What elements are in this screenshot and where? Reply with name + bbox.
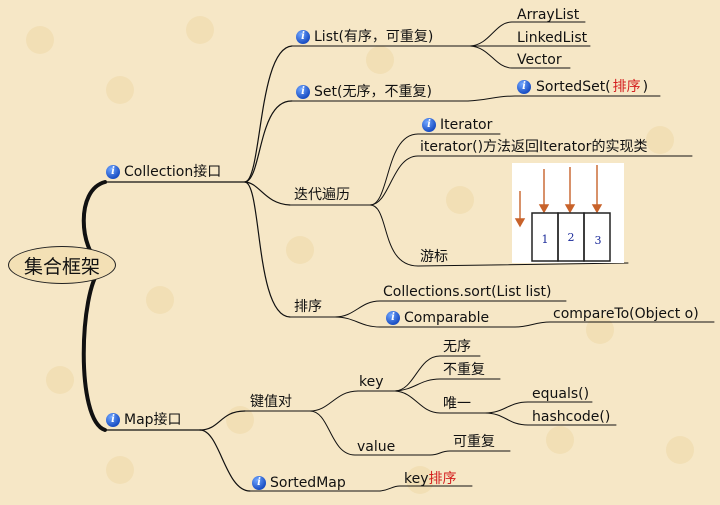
- cursor-node: 游标: [420, 248, 448, 266]
- info-icon: i: [296, 85, 310, 99]
- cursor-illustration: 1 2 3: [512, 163, 624, 263]
- key-node: key: [359, 373, 384, 391]
- vector-node: Vector: [517, 51, 562, 69]
- collections-sort-label: Collections.sort(List list): [383, 284, 552, 300]
- cursor-box: [583, 212, 611, 262]
- cursor-box-label: 1: [542, 233, 549, 246]
- sortedset-sort-label: 排序: [612, 79, 641, 95]
- linkedlist-label: LinkedList: [517, 30, 588, 46]
- arraylist-label: ArrayList: [517, 7, 580, 23]
- value-repeatable-label: 可重复: [453, 434, 495, 450]
- info-icon: i: [252, 476, 266, 490]
- info-icon: i: [422, 118, 436, 132]
- hashcode-label: hashcode(): [532, 409, 611, 425]
- key-label: key: [359, 374, 384, 390]
- map-node: i Map接口: [106, 411, 182, 429]
- map-label: Map接口: [124, 412, 182, 428]
- unique-label: 唯一: [443, 396, 471, 412]
- comparable-node: i Comparable: [386, 309, 489, 327]
- value-repeatable-node: 可重复: [453, 433, 495, 451]
- cursor-label: 游标: [420, 249, 448, 265]
- iterator-method-node: iterator()方法返回Iterator的实现类: [420, 138, 647, 156]
- cursor-box-label: 3: [595, 234, 602, 247]
- comparable-label: Comparable: [404, 310, 490, 326]
- sortedmap-node: i SortedMap: [252, 474, 346, 492]
- kv-label: 键值对: [250, 394, 292, 410]
- iterator-label: Iterator: [440, 117, 493, 133]
- equals-label: equals(): [532, 386, 590, 402]
- list-label: List(有序，可重复): [314, 29, 434, 45]
- collection-label: Collection接口: [124, 164, 222, 180]
- unique-node: 唯一: [443, 395, 471, 413]
- set-label: Set(无序，不重复): [314, 84, 432, 100]
- kv-node: 键值对: [250, 393, 292, 411]
- sort-node: 排序: [294, 298, 322, 316]
- cursor-box-label: 2: [568, 231, 575, 244]
- sortedset-node: i SortedSet(排序): [517, 78, 648, 96]
- root-label: 集合框架: [23, 255, 100, 278]
- collection-node: i Collection接口: [106, 163, 221, 181]
- info-icon: i: [386, 311, 400, 325]
- set-node: i Set(无序，不重复): [296, 83, 432, 101]
- arraylist-node: ArrayList: [517, 6, 579, 24]
- info-icon: i: [296, 30, 310, 44]
- linkedlist-node: LinkedList: [517, 29, 587, 47]
- value-label: value: [357, 439, 396, 455]
- compare-to-node: compareTo(Object o): [553, 305, 699, 323]
- sort-label: 排序: [294, 299, 322, 315]
- iterator-node: i Iterator: [422, 116, 492, 134]
- value-node: value: [357, 438, 395, 456]
- sortedset-suffix: ): [642, 79, 649, 95]
- no-repeat-node: 不重复: [443, 361, 485, 379]
- sortedmap-key-label: key: [404, 471, 429, 487]
- info-icon: i: [106, 413, 120, 427]
- collections-sort-node: Collections.sort(List list): [383, 283, 552, 301]
- equals-node: equals(): [532, 385, 589, 403]
- vector-label: Vector: [517, 52, 562, 68]
- unordered-label: 无序: [443, 339, 471, 355]
- info-icon: i: [106, 165, 120, 179]
- iterator-method-label: iterator()方法返回Iterator的实现类: [420, 139, 648, 155]
- traverse-node: 迭代遍历: [294, 186, 350, 204]
- sortedmap-label: SortedMap: [270, 475, 346, 491]
- no-repeat-label: 不重复: [443, 362, 485, 378]
- info-icon: i: [517, 80, 531, 94]
- root-node: 集合框架: [8, 246, 116, 284]
- traverse-label: 迭代遍历: [294, 187, 350, 203]
- sortedmap-sort-label: 排序: [428, 471, 457, 487]
- unordered-node: 无序: [443, 338, 471, 356]
- hashcode-node: hashcode(): [532, 408, 610, 426]
- sortedset-label: SortedSet(: [536, 79, 611, 95]
- list-node: i List(有序，可重复): [296, 28, 433, 46]
- compare-to-label: compareTo(Object o): [553, 306, 699, 322]
